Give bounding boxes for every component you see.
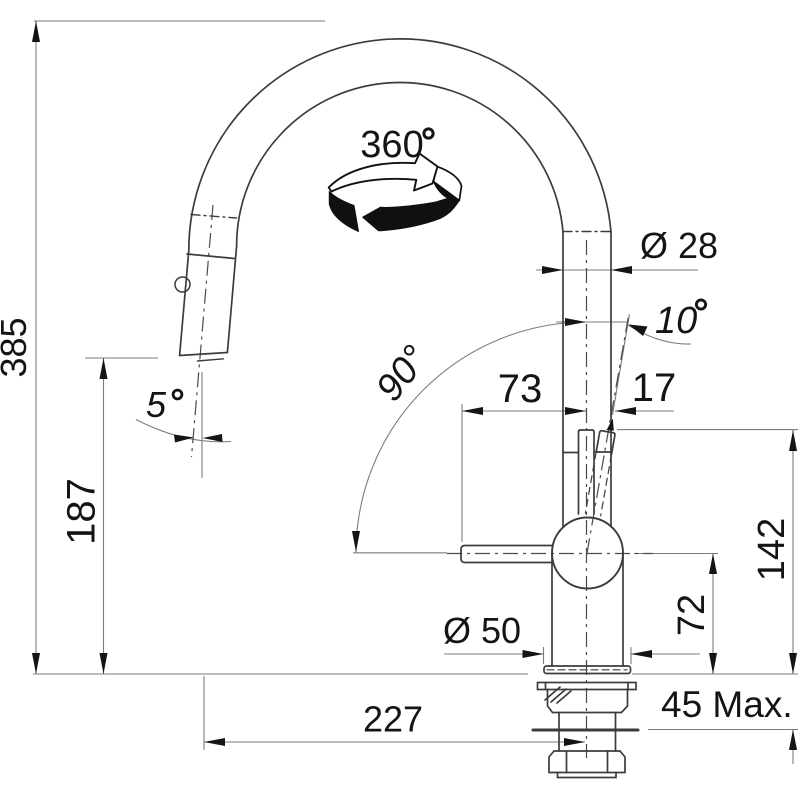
svg-text:Ø 28: Ø 28 [640,225,718,266]
svg-text:10: 10 [655,300,697,342]
svg-text:142: 142 [751,518,793,581]
svg-text:227: 227 [363,699,423,740]
svg-text:360: 360 [360,124,423,166]
svg-text:5: 5 [146,384,167,425]
svg-text:72: 72 [671,594,713,636]
svg-text:45 Max.: 45 Max. [661,684,793,725]
svg-text:17: 17 [632,366,677,410]
svg-text:Ø 50: Ø 50 [443,610,521,651]
svg-text:187: 187 [60,478,104,545]
svg-text:90°: 90° [368,338,436,409]
svg-text:73: 73 [498,367,543,411]
svg-text:385: 385 [0,317,34,377]
